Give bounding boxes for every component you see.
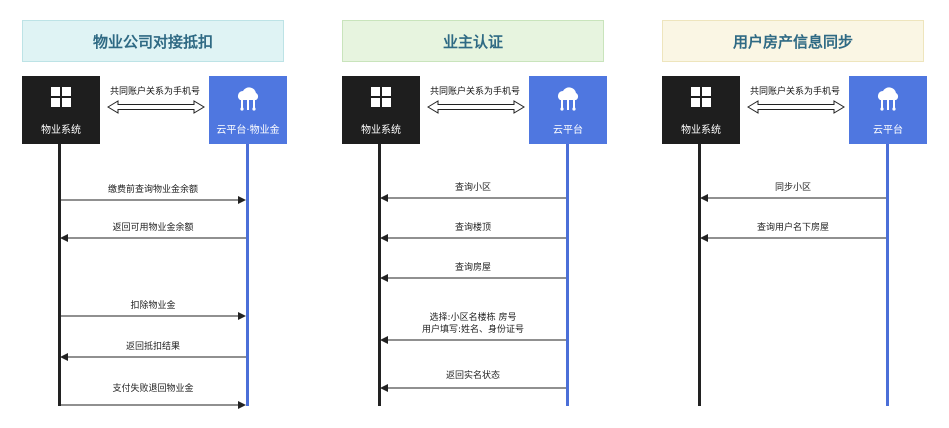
- arrow-left-icon: [380, 194, 566, 202]
- link-label: 共同账户关系为手机号: [109, 87, 200, 97]
- message-arrow: 返回可用物业金余额: [60, 222, 246, 242]
- message-label: 返回抵扣结果: [125, 342, 180, 352]
- message-label: 查询小区: [454, 183, 491, 193]
- actor-property-system: 物业系统: [342, 76, 420, 144]
- message-label: 返回可用物业金余额: [112, 223, 194, 233]
- arrow-left-icon: [380, 234, 566, 242]
- panel-property-sync: 用户房产信息同步 物业系统 云平台 共同账户关系为手机号 同步小区 查询用户名下…: [652, 0, 949, 428]
- actor-label: 云平台·物业金: [216, 125, 280, 136]
- panel-property-deduction: 物业公司对接抵扣 物业系统 云平台·物业金 共同账户关系为手机号 缴费前查询物业…: [12, 0, 312, 428]
- actor-label: 物业系统: [681, 125, 721, 136]
- message-arrow: 查询用户名下房屋: [700, 222, 886, 242]
- arrow-right-icon: [60, 196, 246, 204]
- arrow-left-icon: [700, 194, 886, 202]
- arrow-right-icon: [60, 312, 246, 320]
- arrow-left-icon: [380, 274, 566, 282]
- message-arrow: 选择:小区名楼栋 房号 用户填写:姓名、身份证号: [380, 313, 566, 344]
- message-arrow: 查询楼顶: [380, 222, 566, 242]
- message-arrow: 支付失败退回物业金: [60, 384, 246, 409]
- message-arrow: 扣除物业金: [60, 300, 246, 320]
- grid-icon: [371, 87, 391, 107]
- arrow-left-icon: [380, 384, 566, 392]
- lifeline-property-system: [378, 144, 381, 406]
- grid-icon: [691, 87, 711, 107]
- grid-icon: [51, 87, 71, 107]
- message-arrow: 查询房屋: [380, 262, 566, 282]
- actor-label: 云平台: [873, 125, 903, 136]
- actor-label: 物业系统: [41, 125, 81, 136]
- arrow-left-icon: [380, 336, 566, 344]
- actor-label: 物业系统: [361, 125, 401, 136]
- message-label: 选择:小区名楼栋 房号: [429, 313, 517, 323]
- message-label: 扣除物业金: [130, 301, 176, 311]
- message-arrow: 返回实名状态: [380, 371, 566, 392]
- actor-cloud-platform: 云平台: [849, 76, 927, 144]
- cloud-icon: [558, 87, 579, 111]
- message-label: 查询用户名下房屋: [756, 223, 829, 233]
- actor-cloud-platform: 云平台·物业金: [209, 76, 287, 144]
- message-label: 查询房屋: [454, 263, 491, 273]
- cloud-icon: [878, 87, 899, 111]
- double-arrow-icon: [747, 100, 845, 114]
- message-label: 同步小区: [774, 183, 811, 193]
- message-label: 返回实名状态: [445, 371, 500, 381]
- panel-title: 物业公司对接抵扣: [22, 20, 284, 62]
- arrow-left-icon: [700, 234, 886, 242]
- cloud-icon: [238, 87, 259, 111]
- arrow-right-icon: [60, 401, 246, 409]
- lifeline-cloud-platform: [246, 144, 249, 406]
- actor-cloud-platform: 云平台: [529, 76, 607, 144]
- actor-property-system: 物业系统: [22, 76, 100, 144]
- message-label: 支付失败退回物业金: [112, 384, 194, 394]
- lifeline-cloud-platform: [886, 144, 889, 406]
- link-label: 共同账户关系为手机号: [429, 87, 520, 97]
- arrow-left-icon: [60, 353, 246, 361]
- panel-title: 业主认证: [342, 20, 604, 62]
- message-arrow: 返回抵扣结果: [60, 341, 246, 361]
- arrow-left-icon: [60, 234, 246, 242]
- double-arrow-icon: [427, 100, 525, 114]
- actor-property-system: 物业系统: [662, 76, 740, 144]
- message-label-line2: 用户填写:姓名、身份证号: [421, 325, 525, 335]
- link-label: 共同账户关系为手机号: [749, 87, 840, 97]
- panel-owner-authentication: 业主认证 物业系统 云平台 共同账户关系为手机号 查询小区 查询楼顶 查询房屋: [332, 0, 632, 428]
- message-arrow: 查询小区: [380, 182, 566, 202]
- message-arrow: 同步小区: [700, 182, 886, 202]
- message-label: 查询楼顶: [454, 223, 491, 233]
- lifeline-cloud-platform: [566, 144, 569, 406]
- lifeline-property-system: [698, 144, 701, 406]
- actor-label: 云平台: [553, 125, 583, 136]
- double-arrow-icon: [107, 100, 205, 114]
- message-label: 缴费前查询物业金余额: [107, 185, 198, 195]
- message-arrow: 缴费前查询物业金余额: [60, 184, 246, 204]
- lifeline-property-system: [58, 144, 61, 406]
- panel-title: 用户房产信息同步: [662, 20, 924, 62]
